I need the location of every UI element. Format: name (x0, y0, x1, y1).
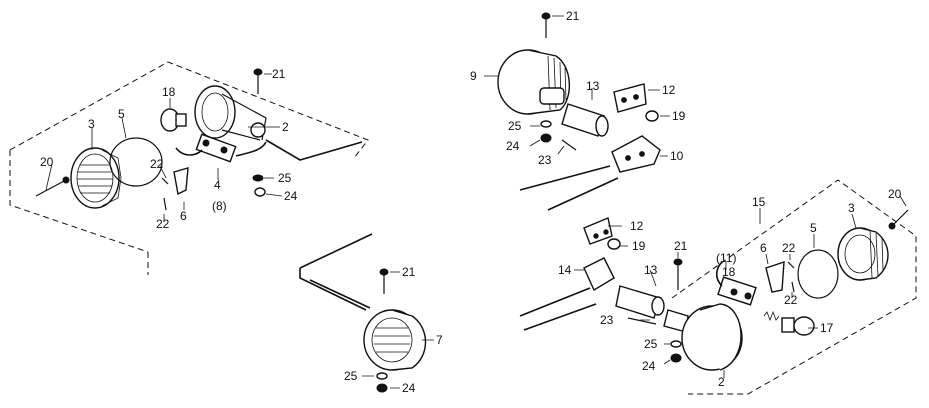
lens-3 (70, 147, 122, 209)
callout-15: 15 (752, 195, 766, 209)
assembly-front-right: 21 7 25 24 (299, 233, 443, 395)
wire-harness-d (519, 287, 597, 331)
assembly-rear-upper: 21 9 13 12 19 25 24 23 10 (470, 9, 686, 211)
callout-6: 6 (180, 209, 187, 223)
socket-4 (175, 133, 267, 163)
callout-24: 24 (402, 381, 416, 395)
wire-harness-a (265, 139, 363, 161)
callout-9: 9 (470, 69, 477, 83)
callout-22: 22 (156, 217, 170, 231)
nut-24-a (254, 187, 266, 197)
callout-18: 18 (722, 265, 736, 279)
wire-harness-c (299, 233, 373, 311)
nut-24-d (670, 353, 682, 363)
callout-4: 4 (214, 178, 221, 192)
socket-18 (715, 261, 757, 306)
callout-25: 25 (508, 119, 522, 133)
bracket-14 (583, 257, 615, 292)
gasket-5 (109, 137, 163, 187)
lens-3 (837, 227, 889, 281)
callout-3: 3 (848, 201, 855, 215)
callout-6: 6 (760, 241, 767, 255)
callout-5: 5 (118, 107, 125, 121)
group-outline-d (671, 179, 917, 395)
callout-12: 12 (662, 83, 676, 97)
washer-25-b (540, 120, 552, 128)
bracket-6 (173, 167, 189, 196)
screw-20 (35, 176, 70, 197)
callout-22: 22 (150, 157, 164, 171)
bulb-18 (160, 108, 187, 132)
callout-11: (11) (716, 251, 736, 265)
callout-23: 23 (538, 153, 552, 167)
bracket-12 (613, 83, 647, 113)
callout-25: 25 (278, 171, 292, 185)
callout-7: 7 (436, 333, 443, 347)
callout-21: 21 (402, 265, 416, 279)
screw-21-a (253, 68, 263, 94)
group-outline-a (9, 61, 369, 275)
screw-21-d (673, 258, 683, 290)
callout-21: 21 (272, 67, 286, 81)
screw-21-b (541, 12, 551, 38)
screw-22-b (791, 281, 795, 293)
collar-19 (607, 238, 621, 250)
washer-25-c (376, 372, 388, 380)
spring (763, 310, 780, 322)
housing-2 (681, 303, 743, 371)
stalk-13 (615, 285, 689, 333)
bracket-10 (611, 135, 661, 173)
assembly-front-left: 21 18 2 3 5 20 22 4 (8) 6 22 25 24 (9, 61, 369, 275)
screw-22-b (163, 197, 167, 211)
washer-25-d (670, 340, 682, 348)
callout-14: 14 (558, 263, 572, 277)
callout-24: 24 (506, 139, 520, 153)
bracket-6 (765, 261, 785, 293)
callout-24: 24 (284, 189, 298, 203)
callout-21: 21 (674, 239, 688, 253)
callout-13: 13 (644, 263, 658, 277)
callout-25: 25 (344, 369, 358, 383)
bolt-23 (627, 317, 657, 325)
callout-22: 22 (784, 293, 798, 307)
callout-2: 2 (282, 120, 289, 134)
screw-22-a (787, 261, 795, 269)
callout-2: 2 (718, 375, 725, 389)
callout-20: 20 (40, 155, 54, 169)
callout-23: 23 (600, 313, 614, 327)
callout-20: 20 (888, 187, 902, 201)
bulb-17 (781, 316, 815, 336)
callout-22: 22 (782, 241, 796, 255)
screw-20 (888, 209, 909, 230)
callout-19: 19 (632, 239, 646, 253)
callout-25: 25 (644, 337, 658, 351)
callout-12: 12 (630, 219, 644, 233)
housing-2 (194, 85, 267, 141)
callout-17: 17 (820, 321, 834, 335)
callout-18: 18 (162, 85, 176, 99)
callout-24: 24 (642, 359, 656, 373)
screw-21-c (379, 268, 389, 294)
washer-25-a (252, 174, 264, 182)
lens-7 (363, 309, 427, 371)
callout-19: 19 (672, 109, 686, 123)
callout-8: (8) (212, 199, 227, 213)
bolt-23 (561, 139, 577, 151)
nut-24-c (376, 383, 388, 393)
gasket-5 (797, 249, 839, 299)
callout-3: 3 (88, 117, 95, 131)
callout-13: 13 (586, 79, 600, 93)
assembly-rear-lower: 15 20 3 12 19 21 (11) 18 6 22 5 22 14 13… (519, 179, 917, 395)
screw-22-a (161, 177, 169, 185)
bracket-12 (583, 217, 613, 245)
stalk-13 (539, 87, 609, 137)
callout-5: 5 (810, 221, 817, 235)
wire-harness-b (519, 165, 619, 211)
collar-19 (645, 110, 659, 122)
callout-10: 10 (670, 149, 684, 163)
callout-21: 21 (566, 9, 580, 23)
nut-24-b (540, 133, 552, 143)
